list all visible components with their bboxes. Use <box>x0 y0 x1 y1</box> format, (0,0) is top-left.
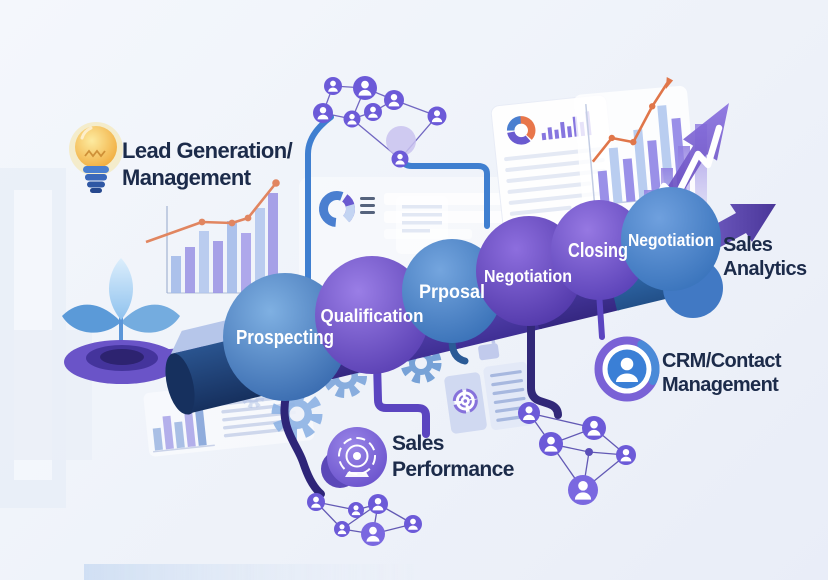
stage-label-negotiation-2: Negotiation <box>628 230 714 250</box>
person-node-icon <box>582 416 606 440</box>
sales-performance-line2: Performance <box>392 457 514 481</box>
people-network-bottom-right <box>518 402 636 505</box>
trend-line-orange <box>145 179 280 244</box>
sales-analytics-line2: Analytics <box>723 258 807 281</box>
person-node-icon <box>391 150 409 168</box>
person-node-icon <box>568 475 598 505</box>
stage-label-qualification: Qualification <box>321 305 424 326</box>
background-panels <box>0 168 414 580</box>
pipeline-stages: Prospecting Qualification Prposal Negoti… <box>223 187 723 401</box>
stage-label-negotiation: Negotiation <box>484 266 572 286</box>
donut-chart-icon <box>319 190 355 227</box>
connector-qualification <box>373 358 430 438</box>
connector-negotiation <box>527 320 562 419</box>
gauge-icon <box>321 427 387 488</box>
stage-sphere-negotiation-2 <box>621 187 721 291</box>
lead-generation-label: Lead Generation/ Management <box>122 138 293 192</box>
person-node-icon <box>384 90 404 110</box>
person-node-icon <box>361 522 385 546</box>
crm-contact-line1: CRM/Contact <box>662 350 782 372</box>
person-node-icon <box>368 494 388 514</box>
connector-prospecting <box>280 392 325 498</box>
person-node-icon <box>616 445 636 465</box>
magnifier-node-icon <box>386 126 416 156</box>
lock-icon <box>478 343 500 361</box>
trend-line-orange <box>591 76 674 163</box>
sales-performance-label: Sales Performance <box>392 431 514 482</box>
person-node-icon <box>334 521 350 537</box>
mini-bar-chart-icon <box>152 397 215 453</box>
stage-connectors <box>280 289 605 498</box>
sales-performance-line1: Sales <box>392 432 444 455</box>
user-circle-icon <box>594 336 660 402</box>
person-node-icon <box>313 103 333 123</box>
people-network-top <box>313 76 447 168</box>
bar-chart-left <box>145 179 280 294</box>
sales-analytics-label: Sales Analytics <box>723 233 807 282</box>
menu-dashes <box>360 197 375 214</box>
person-node-icon <box>404 515 422 533</box>
sales-analytics-line1: Sales <box>723 234 773 256</box>
person-node-icon <box>364 103 382 121</box>
person-node-icon <box>324 77 342 95</box>
lightbulb-icon <box>69 122 123 193</box>
person-node-icon <box>348 502 364 518</box>
person-node-icon <box>539 432 563 456</box>
lead-generation-line1: Lead Generation/ <box>122 138 293 163</box>
person-node-icon <box>353 76 377 100</box>
person-node-icon <box>307 493 325 511</box>
stage-label-proposal: Prposal <box>419 282 485 303</box>
people-network-bottom-middle <box>307 493 422 546</box>
crm-contact-line2: Management <box>662 374 779 397</box>
stage-label-closing: Closing <box>568 240 628 262</box>
person-node-icon <box>518 402 540 424</box>
faded-card-small <box>396 196 448 254</box>
floor-strip <box>84 564 414 580</box>
stage-sphere-qualification <box>315 256 429 374</box>
person-node-icon <box>343 110 361 128</box>
stage-label-prospecting: Prospecting <box>236 327 334 349</box>
crm-contact-label: CRM/Contact Management <box>662 349 782 398</box>
donut-chart-icon <box>506 116 536 145</box>
lead-generation-line2: Management <box>122 164 251 190</box>
person-node-icon <box>427 106 447 126</box>
